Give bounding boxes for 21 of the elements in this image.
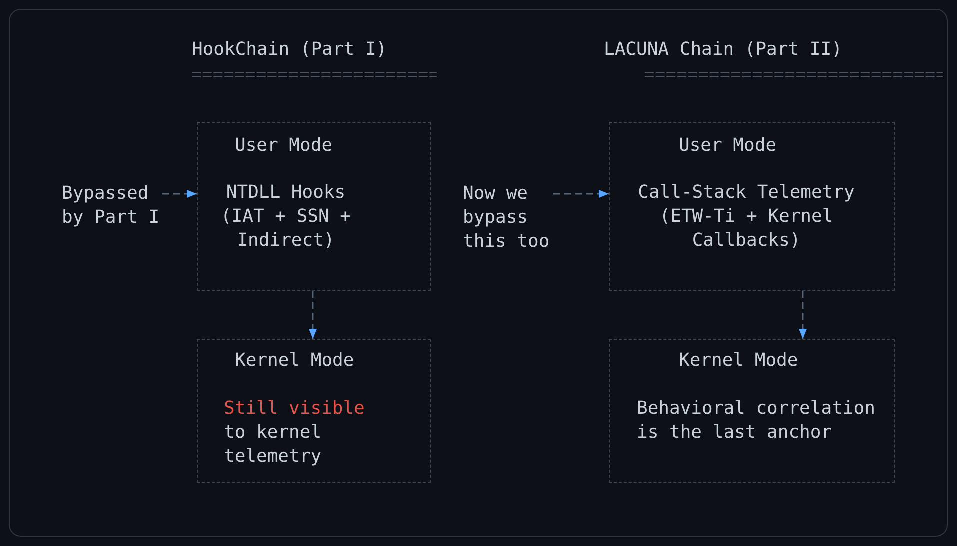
box-heading: User Mode — [235, 134, 334, 158]
dashed-box — [197, 339, 431, 483]
dashed-box — [609, 122, 895, 291]
arrow — [162, 190, 197, 198]
box-text: NTDLL Hooks (IAT + SSN + Indirect) — [220, 181, 352, 253]
arrow — [799, 291, 807, 339]
column-heading: HookChain (Part I) — [192, 38, 388, 62]
arrow — [309, 291, 317, 339]
box-heading: Kernel Mode — [679, 349, 800, 373]
dashed-box — [609, 339, 895, 483]
box-heading: User Mode — [679, 134, 778, 158]
annotation-text: Now we bypass this too — [463, 182, 553, 254]
box-text: Behavioral correlation is the last anchor — [637, 397, 876, 445]
box-text: Still visible — [224, 397, 366, 421]
arrow — [553, 190, 609, 198]
box-text: Call-Stack Telemetry (ETW-Ti + Kernel Callbacks) — [637, 181, 856, 253]
column-heading: LACUNA Chain (Part II) — [604, 38, 842, 62]
dashed-box — [197, 122, 431, 291]
box-text: to kernel telemetry — [224, 421, 323, 469]
box-heading: Kernel Mode — [235, 349, 356, 373]
annotation-text: Bypassed by Part I — [62, 182, 162, 230]
